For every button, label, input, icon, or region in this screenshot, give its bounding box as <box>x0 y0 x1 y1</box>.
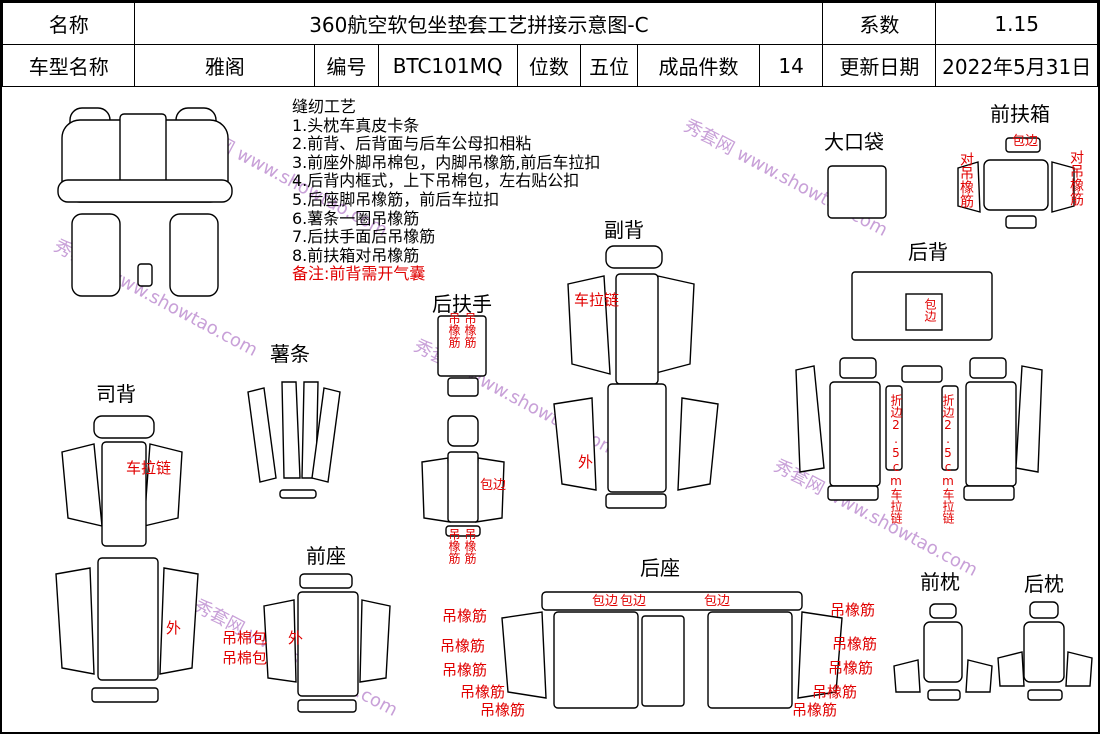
annotation-edging: 包边 <box>620 594 647 609</box>
annotation-hang-elastic: 吊橡筋 <box>442 607 488 625</box>
section-label-rear-seat: 后座 <box>640 556 680 580</box>
pieces-label: 成品件数 <box>637 44 760 87</box>
section-label-rear-back: 后背 <box>908 240 948 264</box>
annotation-fold-zip: 折边2.5cm车拉链 <box>941 394 955 524</box>
sewing-notes: 缝纫工艺 1.头枕车真皮卡条 2.前背、后背面与后车公母扣相粘 3.前座外脚吊棉… <box>292 97 601 284</box>
date-label: 更新日期 <box>822 44 937 87</box>
annotation-edging: 包边 <box>592 594 619 609</box>
annotation-edging: 包边 <box>923 298 937 322</box>
annotation-hang-elastic: 吊橡筋 <box>447 528 461 564</box>
big-pocket-piece <box>827 165 887 219</box>
annotation-opposite-hang-elastic: 对吊橡筋 <box>1068 150 1084 206</box>
note-item: 2.前背、后背面与后车公母扣相粘 <box>292 134 532 154</box>
section-label-driver-back: 司背 <box>96 382 136 406</box>
driver-back-pieces <box>55 415 199 703</box>
seat-overview-illustration <box>57 107 233 297</box>
annotation-hang-elastic: 吊橡筋 <box>828 659 874 677</box>
seats-label: 位数 <box>516 44 582 87</box>
annotation-opposite-hang-elastic: 对吊橡筋 <box>958 152 974 208</box>
note-item: 5.后座脚吊橡筋，前后车拉扣 <box>292 189 500 209</box>
front-pillow-pieces <box>893 603 993 701</box>
passenger-back-pieces <box>553 245 719 509</box>
annotation-outer: 外 <box>288 629 304 647</box>
seats-value: 五位 <box>580 44 639 87</box>
note-item: 8.前扶箱对吊橡筋 <box>292 245 420 265</box>
annotation-hang-elastic: 吊橡筋 <box>792 701 838 719</box>
rear-pillow-pieces <box>997 601 1093 701</box>
annotation-outer: 外 <box>166 619 182 637</box>
note-item: 4.后背内框式，上下吊棉包，左右贴公扣 <box>292 171 580 191</box>
header-table: 名称 360航空软包坐垫套工艺拼接示意图-C 系数 1.15 车型名称 雅阁 编… <box>1 2 1098 87</box>
pieces-value: 14 <box>758 44 824 87</box>
code-label: 编号 <box>314 44 379 87</box>
rear-seat-pieces <box>501 591 843 709</box>
model-label: 车型名称 <box>1 44 136 87</box>
annotation-hang-elastic: 吊橡筋 <box>440 637 486 655</box>
annotation-zipper: 车拉链 <box>126 459 172 477</box>
drawing-title: 360航空软包坐垫套工艺拼接示意图-C <box>134 2 824 45</box>
front-seat-pieces <box>263 573 391 713</box>
note-item: 7.后扶手面后吊橡筋 <box>292 227 436 247</box>
annotation-edging: 包边 <box>704 594 731 609</box>
section-label-front-seat: 前座 <box>306 544 346 568</box>
annotation-outer: 外 <box>578 453 594 471</box>
code-value: BTC101MQ <box>377 44 518 87</box>
note-item: 1.头枕车真皮卡条 <box>292 115 420 135</box>
annotation-zipper: 车拉链 <box>574 291 620 309</box>
section-label-fries: 薯条 <box>270 342 310 366</box>
annotation-hang-elastic: 吊橡筋 <box>447 312 461 348</box>
annotation-hang-cotton: 吊棉包 <box>222 629 268 647</box>
annotation-edging: 包边 <box>480 478 507 493</box>
notes-remark: 备注:前背需开气囊 <box>292 264 426 284</box>
section-label-rear-pillow: 后枕 <box>1024 572 1064 596</box>
section-label-big-pocket: 大口袋 <box>824 130 884 154</box>
annotation-hang-elastic: 吊橡筋 <box>442 661 488 679</box>
section-label-passenger-back: 副背 <box>604 218 644 242</box>
front-box-pieces <box>957 137 1075 229</box>
rear-armrest-pieces <box>421 315 505 537</box>
rear-back-pieces <box>795 271 1043 501</box>
annotation-hang-elastic: 吊橡筋 <box>832 635 878 653</box>
fries-pieces <box>247 381 341 499</box>
factor-label: 系数 <box>822 2 937 45</box>
section-label-front-box: 前扶箱 <box>990 102 1050 126</box>
annotation-fold-zip: 折边2.5cm车拉链 <box>889 394 903 524</box>
annotation-hang-elastic: 吊橡筋 <box>480 701 526 719</box>
section-label-rear-armrest: 后扶手 <box>432 292 492 316</box>
notes-title: 缝纫工艺 <box>292 97 357 116</box>
annotation-hang-cotton: 吊棉包 <box>222 649 268 667</box>
annotation-hang-elastic: 吊橡筋 <box>463 528 477 564</box>
note-item: 6.薯条一圈吊橡筋 <box>292 208 420 228</box>
model-value: 雅阁 <box>134 44 316 87</box>
note-item: 3.前座外脚吊棉包，内脚吊橡筋,前后车拉扣 <box>292 152 601 172</box>
date-value: 2022年5月31日 <box>935 44 1098 87</box>
section-label-front-pillow: 前枕 <box>920 570 960 594</box>
name-label: 名称 <box>1 2 136 45</box>
annotation-hang-elastic: 吊橡筋 <box>460 683 506 701</box>
annotation-hang-elastic: 吊橡筋 <box>463 312 477 348</box>
annotation-edging: 包边 <box>1012 134 1039 149</box>
annotation-hang-elastic: 吊橡筋 <box>830 601 876 619</box>
annotation-hang-elastic: 吊橡筋 <box>812 683 858 701</box>
